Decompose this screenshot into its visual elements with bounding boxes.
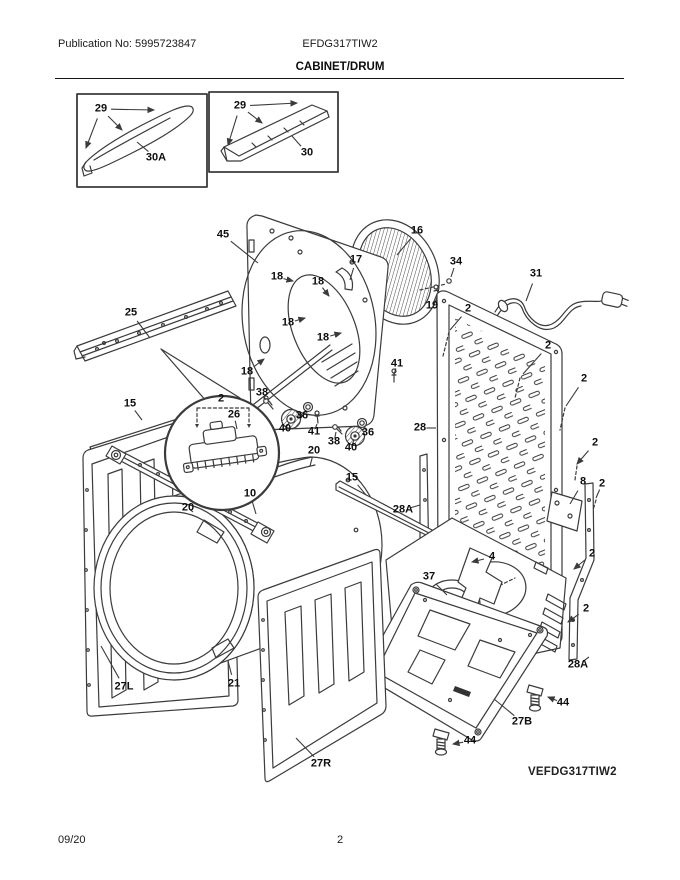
leader-line <box>100 645 120 679</box>
top-bracket-25-drawing <box>73 290 237 362</box>
leader-line <box>363 425 367 431</box>
leader-line <box>546 696 558 703</box>
roller-40-right-drawing <box>344 425 366 447</box>
screw-38-drawing <box>263 398 343 435</box>
leg-44-right-drawing <box>526 684 544 712</box>
baffle-30a-drawing <box>81 105 194 177</box>
leader-line <box>286 422 290 427</box>
leader-line <box>291 135 302 147</box>
leader-line <box>433 293 438 302</box>
leader-line <box>294 316 307 324</box>
power-cord-31-drawing <box>494 291 629 330</box>
leader-line <box>251 501 257 515</box>
leader-line <box>451 739 464 747</box>
leader-line <box>253 358 265 368</box>
leader-line <box>595 489 601 499</box>
leader-line <box>136 141 149 153</box>
leader-line <box>573 559 586 570</box>
leader-line <box>450 267 455 278</box>
leader-line <box>493 698 515 717</box>
duct-clip-17-drawing <box>335 267 354 291</box>
leader-line <box>227 660 233 675</box>
leader-line <box>565 386 579 407</box>
leader-line <box>234 420 238 430</box>
leader-line <box>189 509 194 513</box>
leader-line <box>334 431 337 439</box>
model-number: EFDG317TIW2 <box>302 38 378 50</box>
leader-line <box>303 409 307 414</box>
leader-line <box>249 100 299 107</box>
leader-line <box>321 287 330 297</box>
leader-line <box>295 737 315 758</box>
footer-page-number: 2 <box>336 834 344 846</box>
leader-line <box>351 439 355 445</box>
leader-line <box>309 456 313 467</box>
roller-40-left-drawing <box>280 408 302 430</box>
footer-date: 09/20 <box>58 834 86 846</box>
leader-line <box>349 267 355 281</box>
leader-line <box>449 316 462 331</box>
leader-line <box>357 484 367 496</box>
leader-line <box>396 238 412 256</box>
leg-44-left-drawing <box>432 728 450 756</box>
leader-line <box>134 410 143 421</box>
leader-line <box>85 118 98 150</box>
leader-line <box>470 557 485 564</box>
leader-line <box>330 331 343 338</box>
leader-line <box>576 450 589 465</box>
right-panel-27r-drawing <box>257 548 387 783</box>
leader-line <box>110 106 156 114</box>
inset-box-30 <box>208 91 339 173</box>
screw-41-lower-drawing <box>314 410 320 424</box>
leader-line <box>230 240 259 264</box>
leader-line <box>283 276 295 283</box>
leader-line <box>314 423 318 429</box>
leader-line <box>107 115 123 131</box>
leader-line <box>435 583 448 596</box>
leader-line <box>226 115 238 147</box>
leader-line <box>525 283 534 302</box>
leader-line <box>136 320 151 339</box>
bracket-4-drawing <box>457 547 503 611</box>
header-rule <box>55 78 624 79</box>
balloon-detail-26-drawing <box>160 348 281 512</box>
leader-line <box>247 111 263 124</box>
publication-number: Publication No: 5995723847 <box>58 38 197 50</box>
section-title: CABINET/DRUM <box>295 61 385 73</box>
baffle-30-drawing <box>220 104 330 162</box>
leader-line <box>582 656 590 663</box>
leader-line <box>263 395 267 401</box>
leader-line <box>567 613 580 623</box>
diagram-watermark: VEFDG317TIW2 <box>528 766 617 778</box>
leader-line <box>409 504 421 509</box>
spacer-36-drawing <box>302 401 368 429</box>
leader-line <box>569 490 579 505</box>
leader-line <box>393 368 397 376</box>
leader-line <box>522 353 542 375</box>
